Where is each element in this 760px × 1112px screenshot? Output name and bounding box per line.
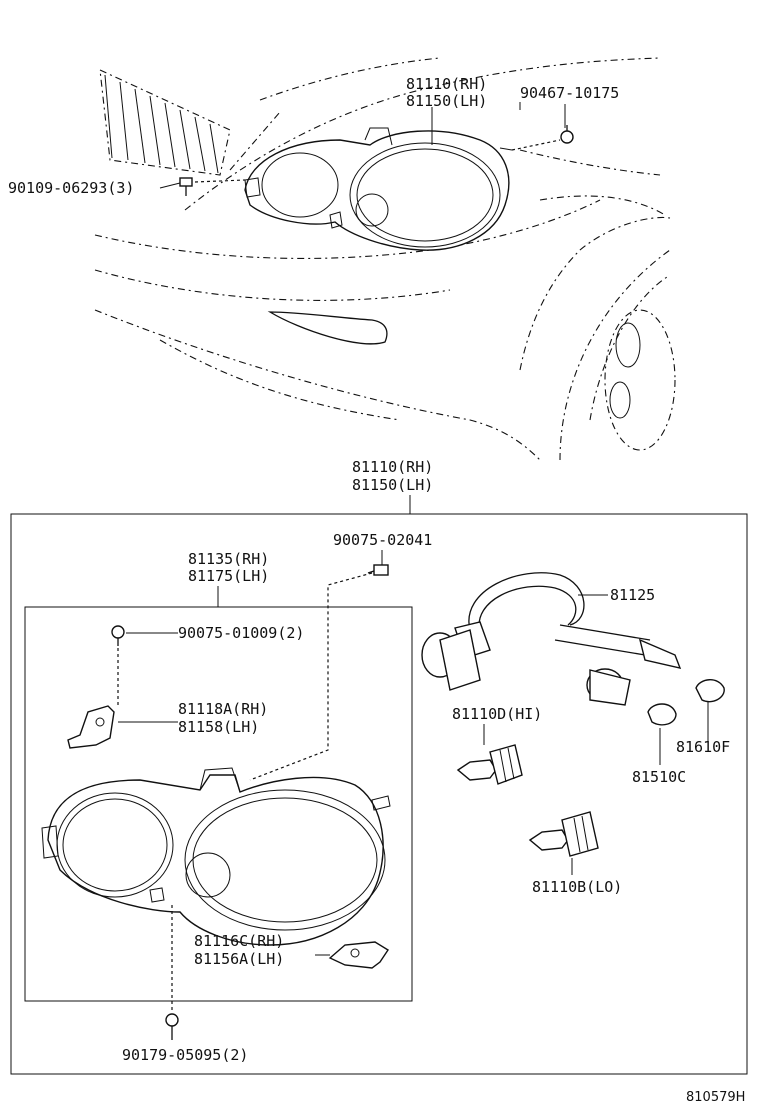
bracket-upper-label-lh: 81158(LH) bbox=[178, 718, 259, 736]
screw-upper-label: 90075-02041 bbox=[333, 531, 432, 549]
housing-subassembly-frame bbox=[24, 606, 413, 1002]
bulb-c-label: 81510C bbox=[632, 768, 686, 786]
inner-box-label-rh: 81135(RH) bbox=[188, 550, 269, 568]
socket-wire-icon bbox=[421, 572, 682, 706]
bulb-lo-icon bbox=[528, 811, 599, 857]
screw-inner-label: 90075-01009(2) bbox=[178, 624, 304, 642]
assembly-label-rh: 81110(RH) bbox=[352, 458, 433, 476]
screw-inner-icon bbox=[111, 625, 125, 646]
bulb-hi-icon bbox=[456, 744, 523, 785]
screw-upper-icon bbox=[367, 564, 389, 576]
vehicle-front-view bbox=[94, 57, 676, 461]
screw-top-right-icon bbox=[560, 125, 574, 144]
bracket-lower-icon bbox=[328, 941, 389, 969]
top-headlamp-label-rh: 81110(RH) bbox=[406, 75, 487, 93]
top-headlamp bbox=[244, 127, 513, 251]
bulb-f-label: 81610F bbox=[676, 738, 730, 756]
screw-top-right-label: 90467-10175 bbox=[520, 84, 619, 102]
headlamp-housing bbox=[41, 767, 391, 946]
bracket-lower-label-rh: 81116C(RH) bbox=[194, 932, 284, 950]
assembly-frame bbox=[10, 513, 748, 1075]
top-headlamp-label-lh: 81150(LH) bbox=[406, 92, 487, 110]
socket-wire-label: 81125 bbox=[610, 586, 655, 604]
bulb-lo-label: 81110B(LO) bbox=[532, 878, 622, 896]
diagram-id: 810579H bbox=[686, 1090, 745, 1105]
bulb-hi-label: 81110D(HI) bbox=[452, 705, 542, 723]
grille-hatch bbox=[99, 69, 231, 176]
bulb-c-icon bbox=[647, 703, 677, 726]
inner-box-label-lh: 81175(LH) bbox=[188, 567, 269, 585]
screw-bottom-label: 90179-05095(2) bbox=[122, 1046, 248, 1064]
bracket-lower-label-lh: 81156A(LH) bbox=[194, 950, 284, 968]
bracket-upper-label-rh: 81118A(RH) bbox=[178, 700, 268, 718]
bulb-f-icon bbox=[695, 679, 725, 703]
bolt-left-icon bbox=[179, 177, 193, 196]
screw-bottom-icon bbox=[165, 1013, 179, 1040]
assembly-label-lh: 81150(LH) bbox=[352, 476, 433, 494]
bolt-left-label: 90109-06293(3) bbox=[8, 179, 134, 197]
bracket-upper-icon bbox=[67, 705, 115, 749]
